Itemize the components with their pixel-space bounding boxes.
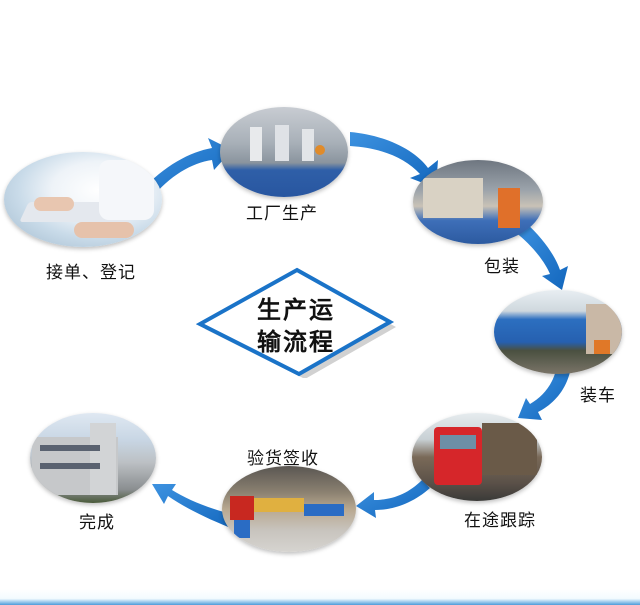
truck-loading-photo [494,290,622,374]
arrow-icon [140,138,232,200]
title-line-2: 输流程 [257,328,335,356]
process-title: 生产运 输流程 [196,266,396,378]
step-label: 工厂生产 [246,204,318,224]
red-truck-photo [412,413,542,501]
arrow-icon [356,480,430,518]
step-label: 包装 [484,257,520,277]
step-label: 装车 [580,386,616,406]
step-label: 接单、登记 [46,263,136,283]
step-label: 验货签收 [247,449,319,469]
bottom-bar [0,589,640,605]
arrow-icon [518,370,570,420]
packaging-photo [413,160,543,244]
office-worker-photo [4,152,162,247]
arrow-icon [350,132,438,188]
delivery-dock-photo [222,466,356,552]
title-line-1: 生产运 [257,296,335,324]
arrow-icon [515,222,568,290]
arrow-icon [152,484,240,530]
office-building-photo [30,413,156,503]
diamond-frame [196,267,396,378]
factory-photo [220,107,348,197]
step-label: 完成 [79,513,115,533]
step-label: 在途跟踪 [464,511,536,531]
